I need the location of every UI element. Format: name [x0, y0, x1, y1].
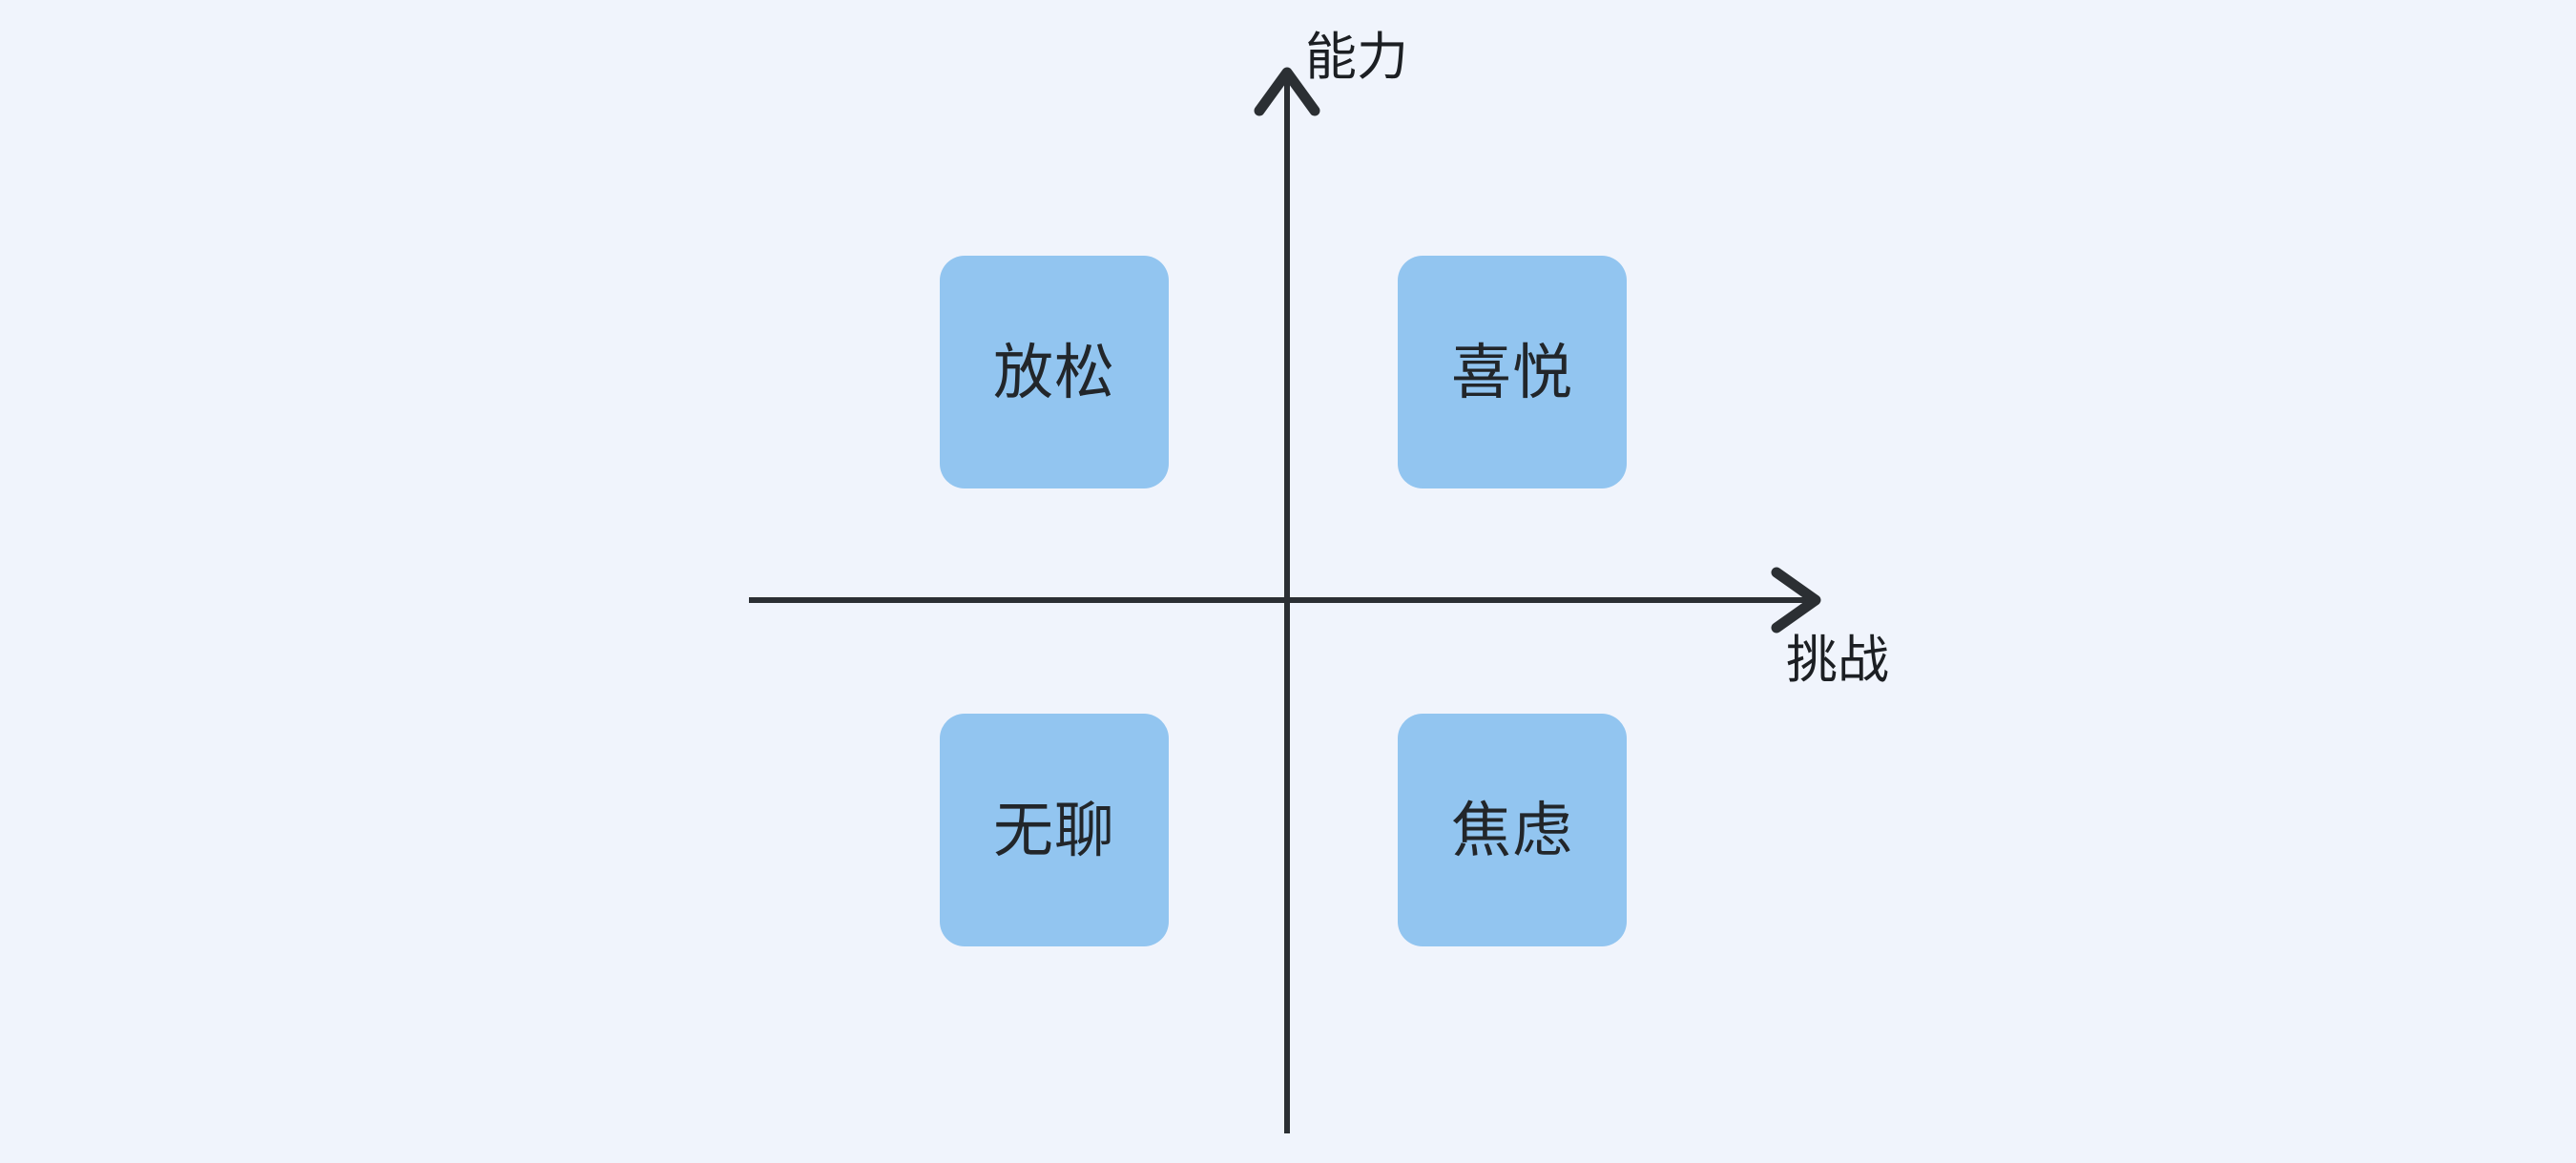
- y-axis-label: 能力: [1305, 27, 1408, 87]
- x-axis-label: 挑战: [1786, 630, 1889, 690]
- quadrant-box-anxiety[interactable]: 焦虑: [1398, 714, 1627, 946]
- quadrant-box-relax[interactable]: 放松: [940, 256, 1169, 488]
- quadrant-label-boredom: 无聊: [993, 795, 1115, 865]
- quadrant-box-boredom[interactable]: 无聊: [940, 714, 1169, 946]
- quadrant-label-anxiety: 焦虑: [1451, 795, 1573, 865]
- x-axis-arrowhead-icon: [1771, 567, 1821, 633]
- quadrant-box-joy[interactable]: 喜悦: [1398, 256, 1627, 488]
- quadrant-label-joy: 喜悦: [1451, 337, 1573, 407]
- quadrant-label-relax: 放松: [993, 337, 1115, 407]
